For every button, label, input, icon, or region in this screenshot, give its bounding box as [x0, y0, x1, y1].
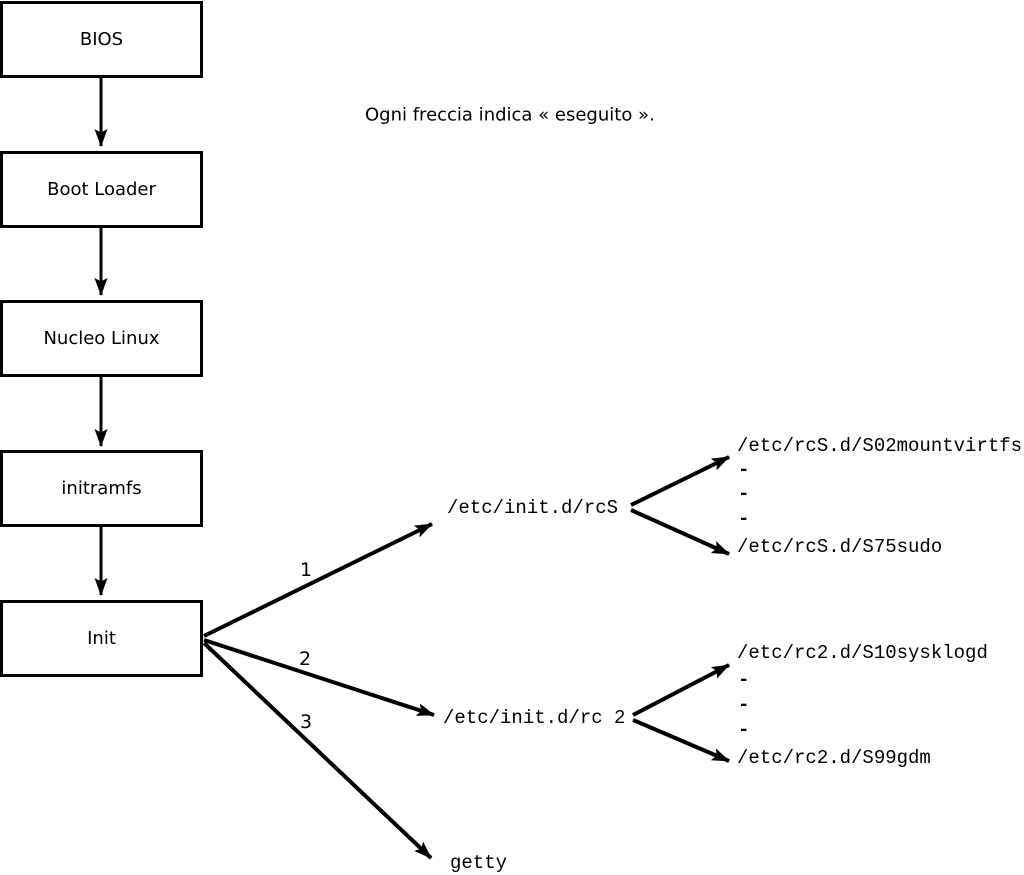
getty-label: getty [450, 852, 508, 874]
rcs-first-child-label: /etc/rcS.d/S02mountvirtfs [737, 435, 1023, 457]
rcs-ellipsis-dash: - [738, 483, 750, 505]
box-nucleo-linux-label: Nucleo Linux [43, 328, 160, 349]
arrow-init-to-rc2 [203, 638, 435, 717]
box-boot-loader: Boot Loader [0, 151, 203, 228]
box-initramfs: initramfs [0, 450, 203, 527]
box-init-label: Init [87, 628, 116, 649]
rc2-ellipsis-dash: - [738, 669, 750, 691]
arrow-rcs-to-first-script [630, 455, 730, 507]
box-bios-label: BIOS [79, 29, 124, 50]
box-boot-loader-label: Boot Loader [47, 179, 156, 200]
rcs-script-label: /etc/init.d/rcS [447, 497, 619, 519]
arrow-rc2-to-first-script [632, 663, 730, 717]
arrow-rcs-to-last-script [630, 508, 730, 556]
rcs-ellipsis-dash: - [738, 508, 750, 530]
box-bios: BIOS [0, 1, 203, 78]
rc2-first-child-label: /etc/rc2.d/S10sysklogd [737, 642, 988, 664]
diagram-caption: Ogni freccia indica « eseguito ». [365, 104, 655, 126]
rcs-last-child-label: /etc/rcS.d/S75sudo [737, 536, 943, 558]
branch-number-2: 2 [298, 648, 312, 670]
box-init: Init [0, 600, 203, 677]
branch-number-3: 3 [299, 711, 313, 733]
branch-number-1: 1 [299, 559, 313, 581]
arrow-init-to-rcs [203, 522, 433, 638]
rc2-ellipsis-dash: - [738, 694, 750, 716]
arrow-rc2-to-last-script [632, 718, 730, 763]
arrow-init-to-getty [202, 641, 433, 860]
box-nucleo-linux: Nucleo Linux [0, 300, 203, 377]
rc2-script-label: /etc/init.d/rc 2 [443, 707, 626, 729]
box-initramfs-label: initramfs [61, 478, 142, 499]
rcs-ellipsis-dash: - [738, 459, 750, 481]
rc2-last-child-label: /etc/rc2.d/S99gdm [737, 747, 931, 769]
rc2-ellipsis-dash: - [738, 719, 750, 741]
